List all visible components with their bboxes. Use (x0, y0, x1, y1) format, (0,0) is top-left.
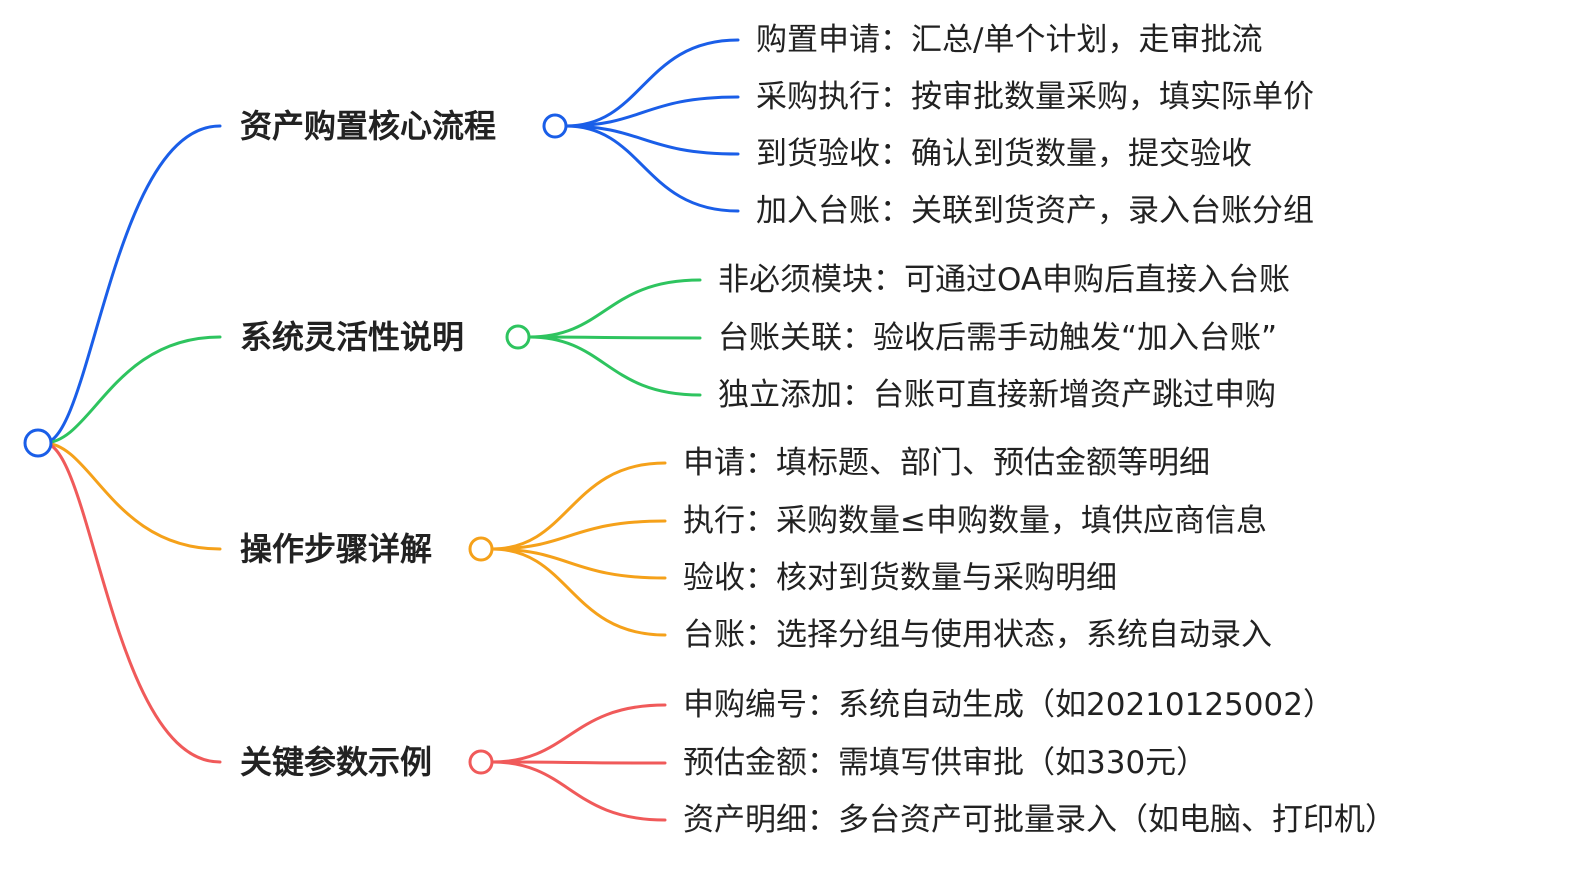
root-node-toggle[interactable] (23, 428, 53, 458)
branch-collapse-toggle-1[interactable] (542, 113, 568, 139)
branch-label-1: 资产购置核心流程 (240, 107, 496, 145)
branch-collapse-toggle-2[interactable] (505, 324, 531, 350)
edge-branch-1-to-leaf-2 (564, 95, 740, 128)
edge-root-to-branch-2 (42, 335, 222, 445)
edge-root-to-branch-1 (42, 124, 222, 445)
edge-branch-3-to-leaf-2 (490, 519, 667, 551)
branch-label-4: 关键参数示例 (240, 743, 432, 781)
branch-collapse-toggle-3[interactable] (468, 536, 494, 562)
edge-branch-2-to-leaf-2 (527, 335, 702, 340)
leaf-label: 采购执行：按审批数量采购，填实际单价 (756, 79, 1314, 115)
edge-branch-1-to-leaf-3 (564, 124, 740, 156)
edge-branch-2-to-leaf-1 (527, 278, 702, 339)
edge-branch-2-to-leaf-3 (527, 335, 702, 397)
edge-branch-3-to-leaf-3 (490, 547, 667, 580)
edge-branch-3-to-leaf-1 (490, 461, 667, 551)
edge-root-to-branch-4 (42, 441, 222, 764)
branch-label-3: 操作步骤详解 (240, 530, 432, 568)
edge-branch-1-to-leaf-4 (564, 124, 740, 213)
leaf-label: 台账关联：验收后需手动触发“加入台账” (718, 320, 1277, 356)
edge-branch-1-to-leaf-1 (564, 38, 740, 128)
edge-branch-4-to-leaf-3 (490, 760, 667, 822)
edges-layer (42, 38, 740, 822)
leaf-label: 执行：采购数量≤申购数量，填供应商信息 (683, 503, 1267, 539)
leaf-label: 台账：选择分组与使用状态，系统自动录入 (683, 617, 1272, 653)
edge-branch-4-to-leaf-2 (490, 760, 667, 765)
branch-label-2: 系统灵活性说明 (240, 318, 464, 356)
leaf-label: 预估金额：需填写供审批（如330元） (683, 745, 1207, 781)
edge-branch-3-to-leaf-4 (490, 547, 667, 637)
nodes-layer: 资产购置核心流程 购置申请：汇总/单个计划，走审批流采购执行：按审批数量采购，填实… (23, 22, 1396, 838)
leaf-label: 申请：填标题、部门、预估金额等明细 (683, 445, 1210, 481)
leaf-label: 申购编号：系统自动生成（如20210125002） (683, 687, 1334, 723)
leaf-label: 购置申请：汇总/单个计划，走审批流 (756, 22, 1262, 58)
leaf-label: 资产明细：多台资产可批量录入（如电脑、打印机） (683, 802, 1396, 838)
edge-root-to-branch-3 (42, 441, 222, 551)
edge-branch-4-to-leaf-1 (490, 703, 667, 764)
leaf-label: 加入台账：关联到货资产，录入台账分组 (756, 193, 1314, 229)
leaf-label: 独立添加：台账可直接新增资产跳过申购 (718, 377, 1276, 413)
leaf-label: 到货验收：确认到货数量，提交验收 (756, 136, 1252, 172)
leaf-label: 验收：核对到货数量与采购明细 (683, 560, 1117, 596)
branch-collapse-toggle-4[interactable] (468, 749, 494, 775)
leaf-label: 非必须模块：可通过OA申购后直接入台账 (718, 262, 1290, 298)
